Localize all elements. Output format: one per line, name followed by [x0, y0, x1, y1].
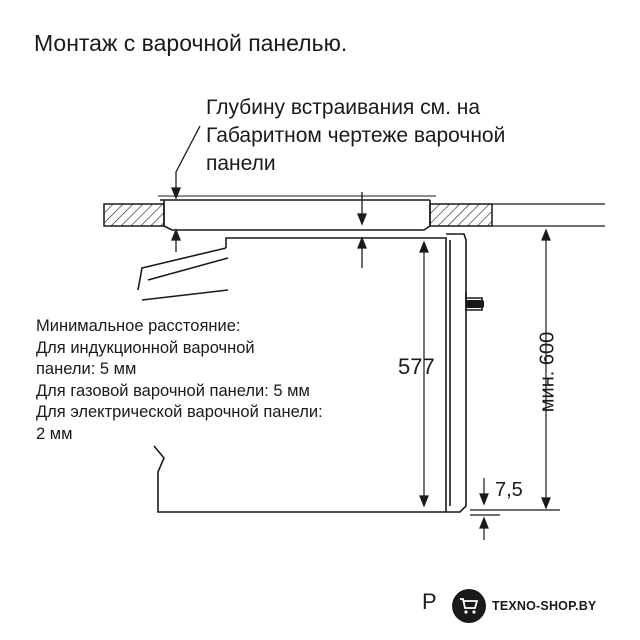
oven-door: [446, 233, 483, 513]
dimension-577-line: [419, 240, 429, 508]
min-distance-line: Для электрической варочной панели:: [36, 403, 323, 421]
depth-note-line: Глубину встраивания см. на: [206, 96, 481, 119]
watermark-text: TEXNO-SHOP.BY: [492, 599, 597, 613]
worktop-right: [429, 203, 605, 227]
watermark-logo: TEXNO-SHOP.BY: [452, 588, 596, 624]
dimension-577-label: 577: [398, 354, 435, 379]
oven-door-knob: [466, 300, 484, 308]
min-distance-line: Для газовой варочной панели: 5 мм: [36, 381, 310, 400]
minimum-distance-note: Минимальное расстояние: Для индукционной…: [36, 316, 323, 445]
dimension-gap-arrows: [470, 478, 500, 540]
oven-body: [137, 237, 447, 513]
page-letter: P: [422, 589, 437, 614]
min-distance-line: панели: 5 мм: [36, 360, 137, 378]
page-title: Монтаж с варочной панелью.: [34, 30, 348, 56]
depth-note-line: панели: [206, 152, 276, 175]
min-distance-line: 2 мм: [36, 424, 73, 443]
min-distance-line: Минимальное расстояние:: [36, 317, 241, 335]
cooktop-depth-arrows: [357, 192, 367, 268]
cooktop-profile: [158, 195, 436, 231]
min-distance-line: Для индукционной варочной: [36, 338, 255, 357]
shopping-cart-icon: [452, 589, 486, 623]
dimension-gap-label: 7,5: [495, 479, 523, 501]
depth-leader-arrow: [171, 125, 201, 252]
dimension-600-line: [470, 228, 560, 511]
depth-note-line: Габаритном чертеже варочной: [206, 124, 506, 147]
worktop-left: [103, 203, 165, 227]
dimension-600-label: мин. 600: [536, 331, 559, 413]
depth-note: Глубину встраивания см. на Габаритном че…: [206, 94, 505, 178]
